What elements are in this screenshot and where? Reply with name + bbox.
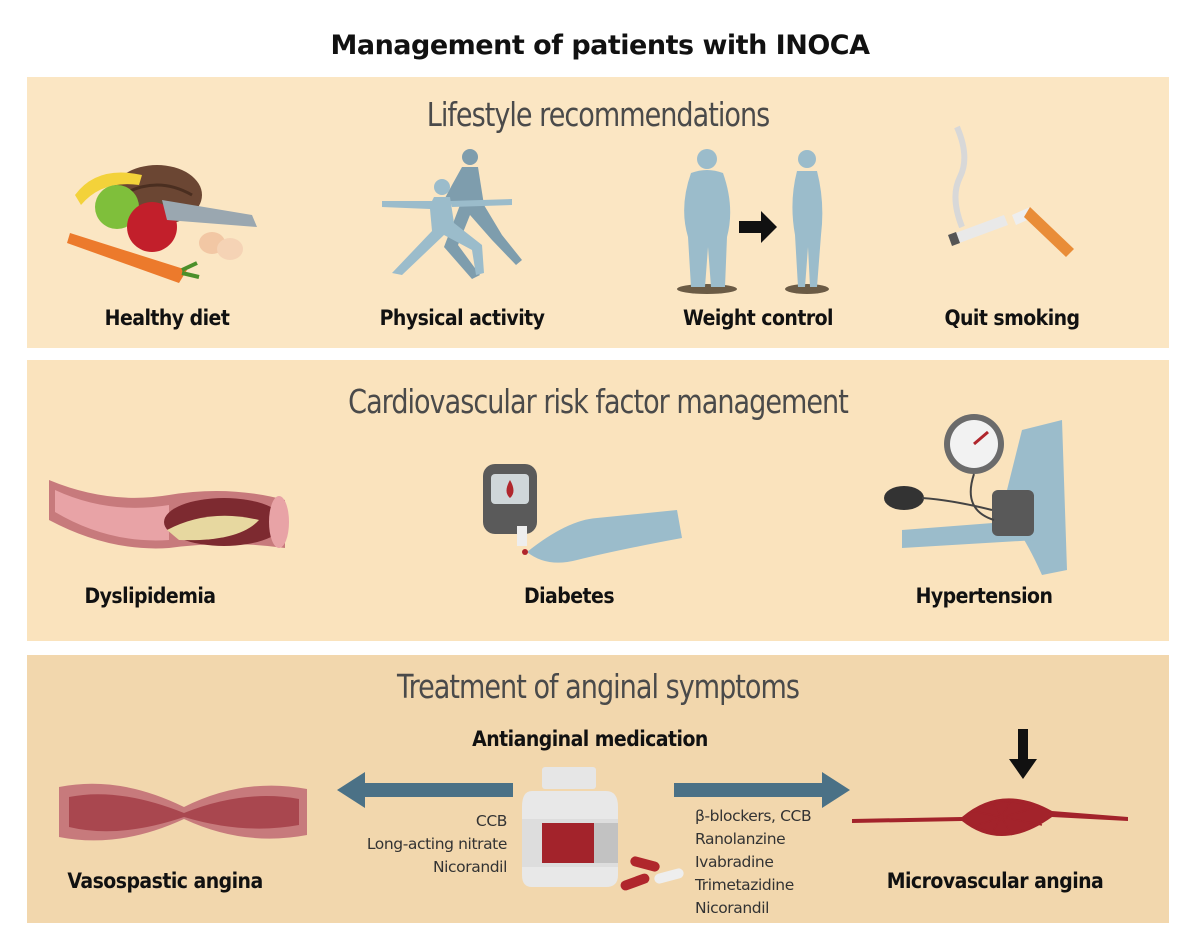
lifestyle-panel: Lifestyle recommendations xyxy=(27,77,1169,348)
right-medication-list: β-blockers, CCB Ranolanzine Ivabradine T… xyxy=(695,805,812,920)
left-arrow-icon xyxy=(337,772,513,808)
page-title: Management of patients with INOCA xyxy=(330,30,871,61)
right-med-item: Ivabradine xyxy=(695,853,774,871)
right-med-item: Ranolanzine xyxy=(695,830,786,848)
left-medication-list: CCB Long-acting nitrate Nicorandil xyxy=(366,810,508,879)
right-arrow-icon xyxy=(674,772,850,808)
label-weight-control: Weight control xyxy=(683,306,834,330)
right-med-item: Nicorandil xyxy=(695,899,770,917)
microvascular-network-icon xyxy=(852,798,1128,837)
left-med-item: Long-acting nitrate xyxy=(366,835,508,853)
pill-bottle-icon xyxy=(522,767,684,891)
weight-control-icon xyxy=(677,149,829,294)
label-quit-smoking: Quit smoking xyxy=(944,306,1080,330)
lifestyle-heading: Lifestyle recommendations xyxy=(426,95,770,134)
label-physical-activity: Physical activity xyxy=(379,306,545,330)
quit-smoking-icon xyxy=(948,125,1074,257)
label-vasospastic-angina: Vasospastic angina xyxy=(67,869,263,893)
right-med-item: β-blockers, CCB xyxy=(695,807,812,825)
treatment-panel: Treatment of anginal symptoms Antiangina… xyxy=(27,655,1169,923)
treatment-heading: Treatment of anginal symptoms xyxy=(396,667,800,706)
left-med-item: CCB xyxy=(475,812,507,830)
vasospastic-vessel-icon xyxy=(59,783,307,841)
risk-factor-panel: Cardiovascular risk factor management Dy… xyxy=(27,360,1169,641)
left-med-item: Nicorandil xyxy=(432,858,507,876)
glucometer-icon xyxy=(483,464,682,563)
artery-plaque-icon xyxy=(49,480,289,549)
physical-activity-icon xyxy=(382,149,522,279)
antianginal-medication-label: Antianginal medication xyxy=(472,727,708,751)
label-dyslipidemia: Dyslipidemia xyxy=(84,584,216,608)
label-diabetes: Diabetes xyxy=(523,584,615,608)
risk-factor-heading: Cardiovascular risk factor management xyxy=(348,382,849,421)
healthy-diet-icon xyxy=(67,165,257,283)
blood-pressure-monitor-icon xyxy=(884,414,1067,575)
label-healthy-diet: Healthy diet xyxy=(104,306,230,330)
right-med-item: Trimetazidine xyxy=(695,876,794,894)
label-hypertension: Hypertension xyxy=(915,584,1053,608)
down-arrow-icon xyxy=(1009,729,1037,779)
label-microvascular-angina: Microvascular angina xyxy=(886,869,1104,893)
